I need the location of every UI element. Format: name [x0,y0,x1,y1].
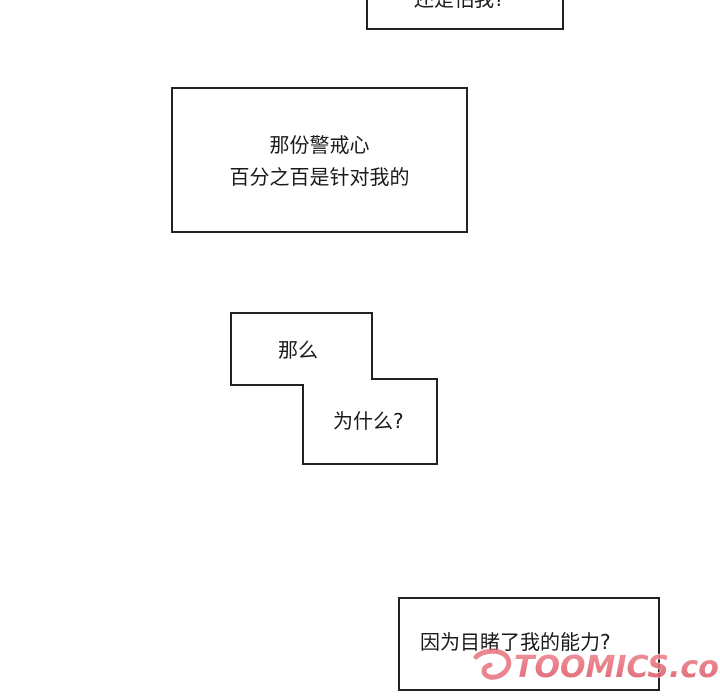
caption-box-stepped [230,312,438,465]
caption-text-bottom: 因为目睹了我的能力? [420,630,611,654]
caption-box-bottom: 因为目睹了我的能力? [398,597,660,691]
caption-box-top: 还是怕我? [366,0,564,30]
toomics-watermark-logo: TOOMICS.com [473,648,720,686]
caption-text-suspicion-line1: 那份警戒心 [269,133,370,157]
caption-text-suspicion-line2: 百分之百是针对我的 [229,165,410,189]
watermark-text: TOOMICS.com [514,650,720,685]
caption-text-top: 还是怕我? [414,0,505,14]
caption-box-suspicion: 那份警戒心 百分之百是针对我的 [171,87,468,233]
caption-text-step-line1: 那么 [278,338,318,362]
caption-text-step-line2: 为什么? [333,409,404,433]
